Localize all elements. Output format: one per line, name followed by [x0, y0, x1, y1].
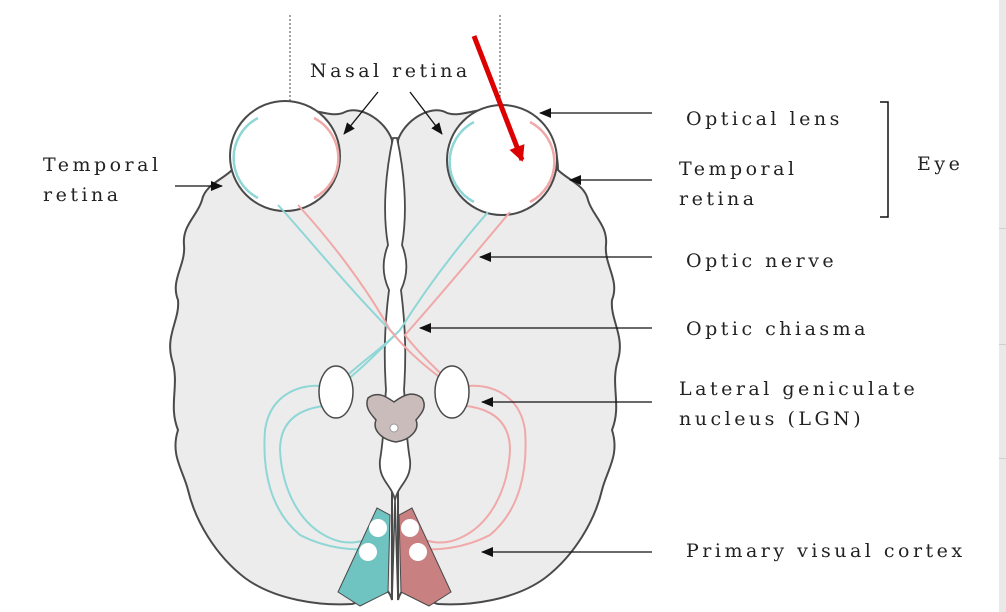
- right-edge-strip: [999, 0, 1006, 612]
- right-eye: [446, 104, 558, 216]
- right-nasal-retina-arc: [448, 120, 475, 204]
- label-nasal-retina: Nasal retina: [310, 60, 471, 82]
- label-lgn: Lateral geniculate: [679, 378, 919, 400]
- midbrain: [366, 393, 425, 443]
- brain-outline: [169, 107, 621, 606]
- label-optical-lens: Optical lens: [686, 108, 843, 130]
- label-optic-chiasma: Optic chiasma: [686, 318, 870, 340]
- right-lgn: [434, 365, 470, 419]
- annotation-arrows: [175, 91, 652, 557]
- label-temporal-retina-left: retina: [43, 184, 122, 206]
- label-eye: Eye: [917, 153, 964, 175]
- label-temporal-retina-left: Temporal: [43, 154, 162, 176]
- label-optic-nerve: Optic nerve: [686, 250, 838, 272]
- right-temporal-retina-arc: [529, 120, 556, 204]
- left-nasal-retina-arc: [313, 116, 340, 200]
- edge-divider: [999, 458, 1006, 459]
- label-temporal-retina-right: Temporal: [679, 158, 798, 180]
- left-temporal-retina-arc: [232, 116, 259, 200]
- edge-divider: [999, 344, 1006, 345]
- highlight-arrow: [471, 35, 525, 162]
- label-primary-visual-cortex: Primary visual cortex: [686, 540, 966, 562]
- left-eye: [229, 100, 341, 212]
- label-temporal-retina-right: retina: [679, 188, 758, 210]
- left-lgn: [318, 365, 354, 419]
- right-visual-pathway: [297, 204, 527, 551]
- eye-bracket: [880, 101, 889, 218]
- label-lgn: nucleus (LGN): [679, 408, 865, 430]
- left-visual-pathway: [263, 204, 489, 551]
- edge-divider: [999, 228, 1006, 229]
